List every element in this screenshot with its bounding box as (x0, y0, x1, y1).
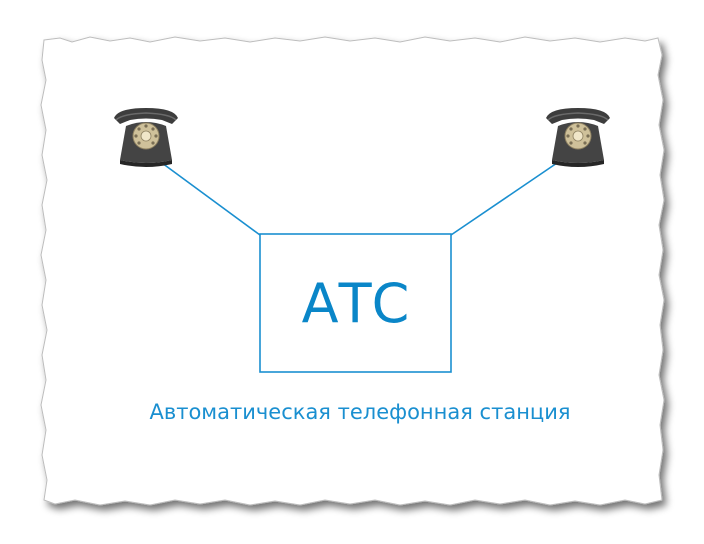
atc-label: АТС (301, 271, 410, 335)
connection-line-right (450, 162, 558, 236)
atc-box (259, 233, 452, 373)
telephone-icon (546, 108, 610, 167)
telephone-icon (114, 108, 178, 167)
connection-line-left (161, 162, 261, 236)
diagram-caption: Автоматическая телефонная станция (149, 400, 571, 424)
paper-sheet (40, 36, 665, 506)
